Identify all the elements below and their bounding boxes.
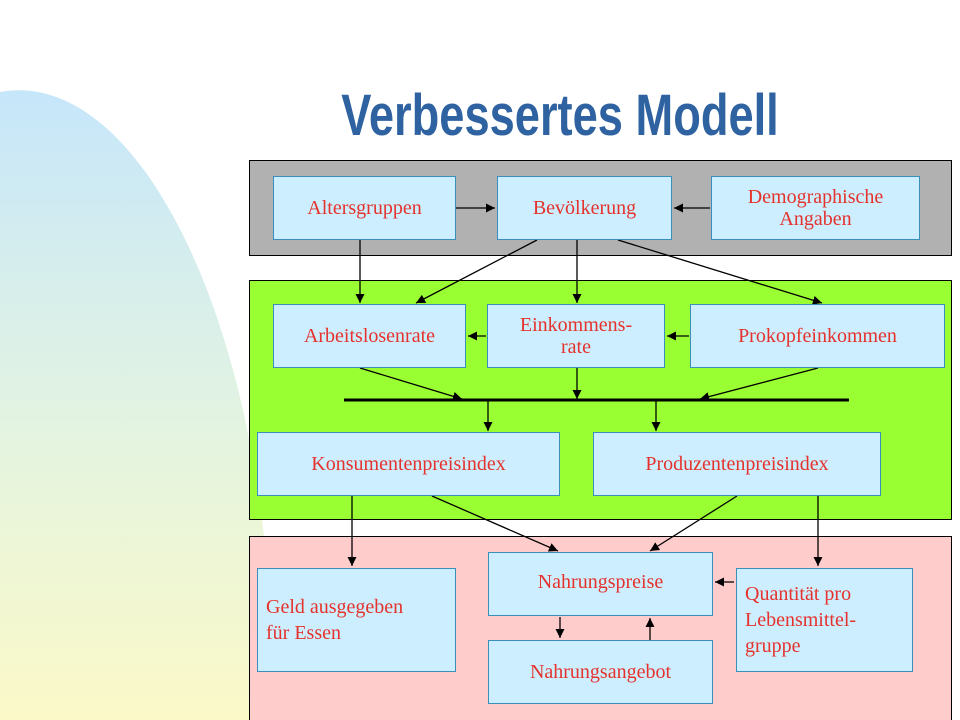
node-arbeitslosenrate[interactable]: Arbeitslosenrate (273, 304, 466, 368)
node-einkommensrate[interactable]: Einkommens-rate (487, 304, 665, 368)
node-altersgruppen[interactable]: Altersgruppen (273, 176, 456, 240)
node-produzentenpreisindex[interactable]: Produzentenpreisindex (593, 432, 881, 496)
node-konsumentenpreisindex[interactable]: Konsumentenpreisindex (257, 432, 560, 496)
node-nahrungsangebot[interactable]: Nahrungsangebot (488, 640, 713, 704)
node-bevoelkerung[interactable]: Bevölkerung (497, 176, 672, 240)
slide-title: Verbessertes Modell (341, 83, 779, 148)
node-prokopfeinkommen[interactable]: Prokopfeinkommen (690, 304, 945, 368)
node-nahrungspreise[interactable]: Nahrungspreise (488, 552, 713, 616)
